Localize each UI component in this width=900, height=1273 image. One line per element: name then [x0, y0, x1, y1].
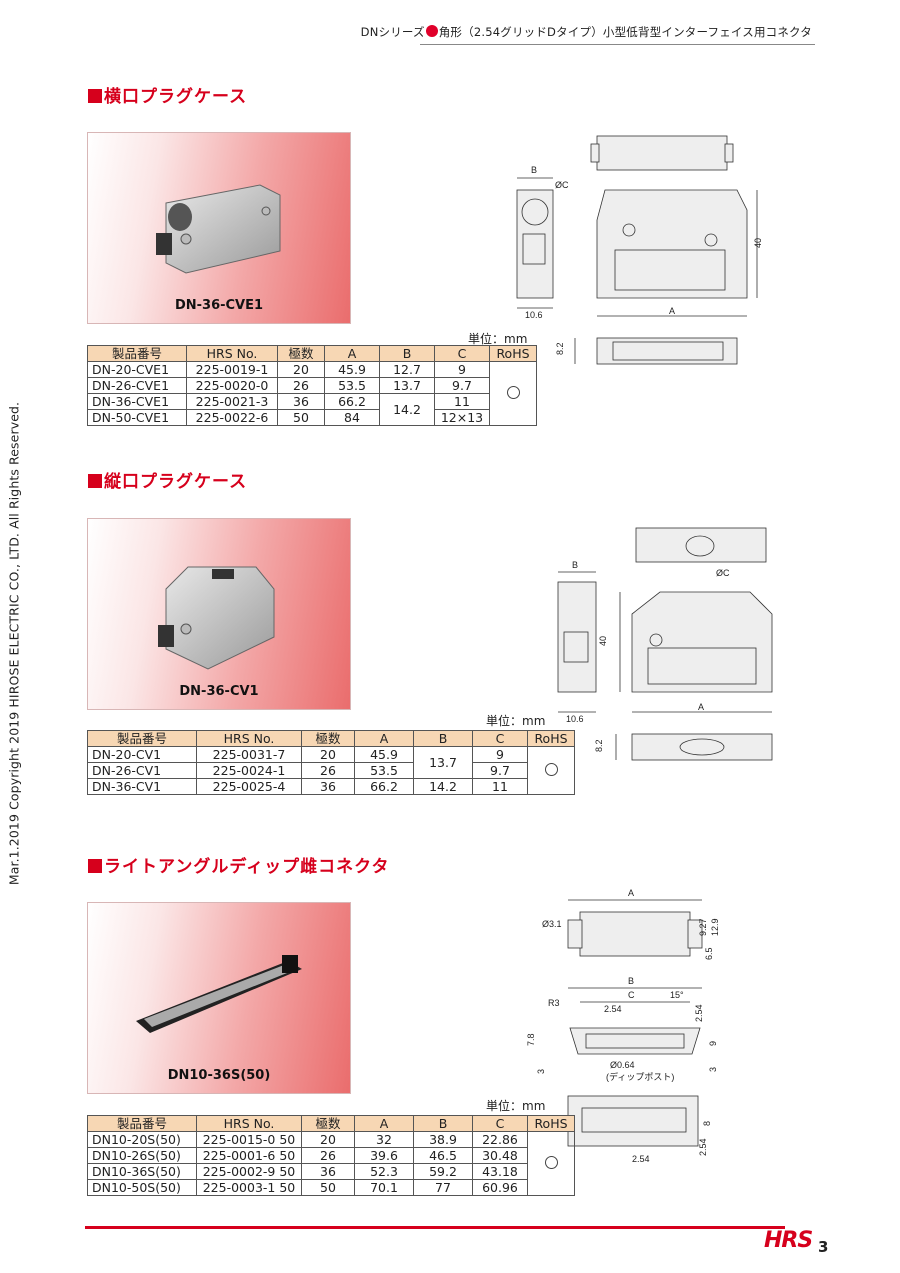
- bottom-view-body: [631, 733, 773, 761]
- dim-dip-note-3: (ディップポスト): [606, 1071, 674, 1082]
- header-series: DNシリーズ: [360, 25, 425, 39]
- dim-h2-3: 12.9: [710, 918, 720, 936]
- dim-w-2: 10.6: [566, 714, 584, 724]
- header-description: 角形（2.54グリッドDタイプ）小型低背型インターフェイス用コネクタ: [438, 25, 812, 39]
- case-photo-illustration: [158, 566, 275, 670]
- copyright-notice: Mar.1.2019 Copyright 2019 HIROSE ELECTRI…: [6, 401, 22, 886]
- rohs-compliant-icon: [506, 385, 520, 399]
- front-view-body: [569, 1027, 701, 1055]
- top-view-body: [579, 911, 691, 957]
- footer-rule: [85, 1226, 785, 1229]
- dim-h7-3: 3: [708, 1067, 718, 1072]
- dim-b-1: B: [531, 165, 537, 175]
- dim-h1-3: 9.27: [698, 918, 708, 936]
- dim-angle-3: 15°: [670, 990, 684, 1000]
- dim-a-2: A: [698, 702, 704, 712]
- page-number: 3: [818, 1238, 829, 1256]
- dim-a-3: A: [628, 888, 634, 898]
- dim-r-3: R3: [548, 998, 560, 1008]
- dimension-drawing-2: B ØC 40 10.6 A 8.2: [557, 527, 773, 761]
- photo-label-2: DN-36-CV1: [179, 684, 259, 699]
- dim-c-2: ØC: [716, 568, 730, 578]
- dim-b-2: B: [572, 560, 578, 570]
- page-header: DNシリーズ角形（2.54グリッドDタイプ）小型低背型インターフェイス用コネクタ: [361, 24, 812, 40]
- red-dot-icon: [425, 25, 438, 37]
- dim-c-3: C: [628, 990, 635, 1000]
- rohs-compliant-icon: [544, 1155, 558, 1169]
- photo-label-3: DN10-36S(50): [167, 1068, 271, 1083]
- red-square-icon: [88, 89, 102, 103]
- top-view-body: [635, 527, 767, 563]
- unit-label-2: 単位：mm: [486, 714, 546, 728]
- dim-a-1: A: [669, 306, 675, 316]
- dim-dip-3: Ø0.64: [610, 1060, 635, 1070]
- dim-t-1: 8.2: [555, 342, 565, 355]
- dim-h-2: 40: [598, 636, 608, 646]
- dim-p3-3: 2.54: [632, 1154, 650, 1164]
- dim-h3-3: 6.5: [704, 947, 714, 960]
- section-title-3: ライトアングルディップ雌コネクタ: [88, 852, 389, 877]
- red-square-icon: [88, 474, 102, 488]
- unit-label-1: 単位：mm: [468, 332, 528, 346]
- dim-p2-3: 2.54: [694, 1004, 704, 1022]
- dim-b-3: B: [628, 976, 634, 986]
- product-photo-2: DN-36-CV1: [87, 518, 351, 710]
- connector-photo-illustration: [136, 955, 302, 1033]
- top-view-body: [596, 135, 728, 171]
- rohs-compliant-icon: [544, 762, 558, 776]
- dim-c-1: ØC: [555, 180, 569, 190]
- section-title-1: 横口プラグケース: [88, 82, 247, 107]
- section-title-2: 縦口プラグケース: [88, 467, 247, 492]
- header-rule: [420, 44, 815, 45]
- dim-h9-3: 2.54: [698, 1138, 708, 1156]
- product-photo-1: DN-36-CVE1: [87, 132, 351, 324]
- dimension-drawing-3: A Ø3.1 9.27 12.9 6.5 B C 2.54 R3 15° 2.5…: [526, 888, 720, 1164]
- red-square-icon: [88, 859, 102, 873]
- bottom-view-body: [567, 1095, 699, 1147]
- front-view-body: [596, 189, 748, 299]
- dim-hole-3: Ø3.1: [542, 919, 562, 929]
- dim-h5-3: 9: [708, 1041, 718, 1046]
- dim-h6-3: 3: [536, 1069, 546, 1074]
- front-view-body: [631, 591, 773, 693]
- rohs-cell: [527, 746, 575, 795]
- product-photo-3: DN10-36S(50): [87, 902, 351, 1094]
- dim-pitch-3: 2.54: [604, 1004, 622, 1014]
- rohs-cell: [527, 1131, 575, 1196]
- dim-t-2: 8.2: [594, 739, 604, 752]
- photo-label-1: DN-36-CVE1: [174, 298, 264, 313]
- unit-label-3: 単位：mm: [486, 1099, 546, 1113]
- dim-h8-3: 8: [702, 1121, 712, 1126]
- dim-w-1: 10.6: [525, 310, 543, 320]
- dim-h-1: 40: [753, 238, 763, 248]
- dimension-drawing-1: B ØC 40 10.6 A 8.2: [516, 135, 763, 365]
- rohs-cell: [489, 361, 537, 426]
- dim-h4-3: 7.8: [526, 1033, 536, 1046]
- case-photo-illustration: [156, 184, 281, 274]
- hrs-logo: HRS: [764, 1228, 813, 1253]
